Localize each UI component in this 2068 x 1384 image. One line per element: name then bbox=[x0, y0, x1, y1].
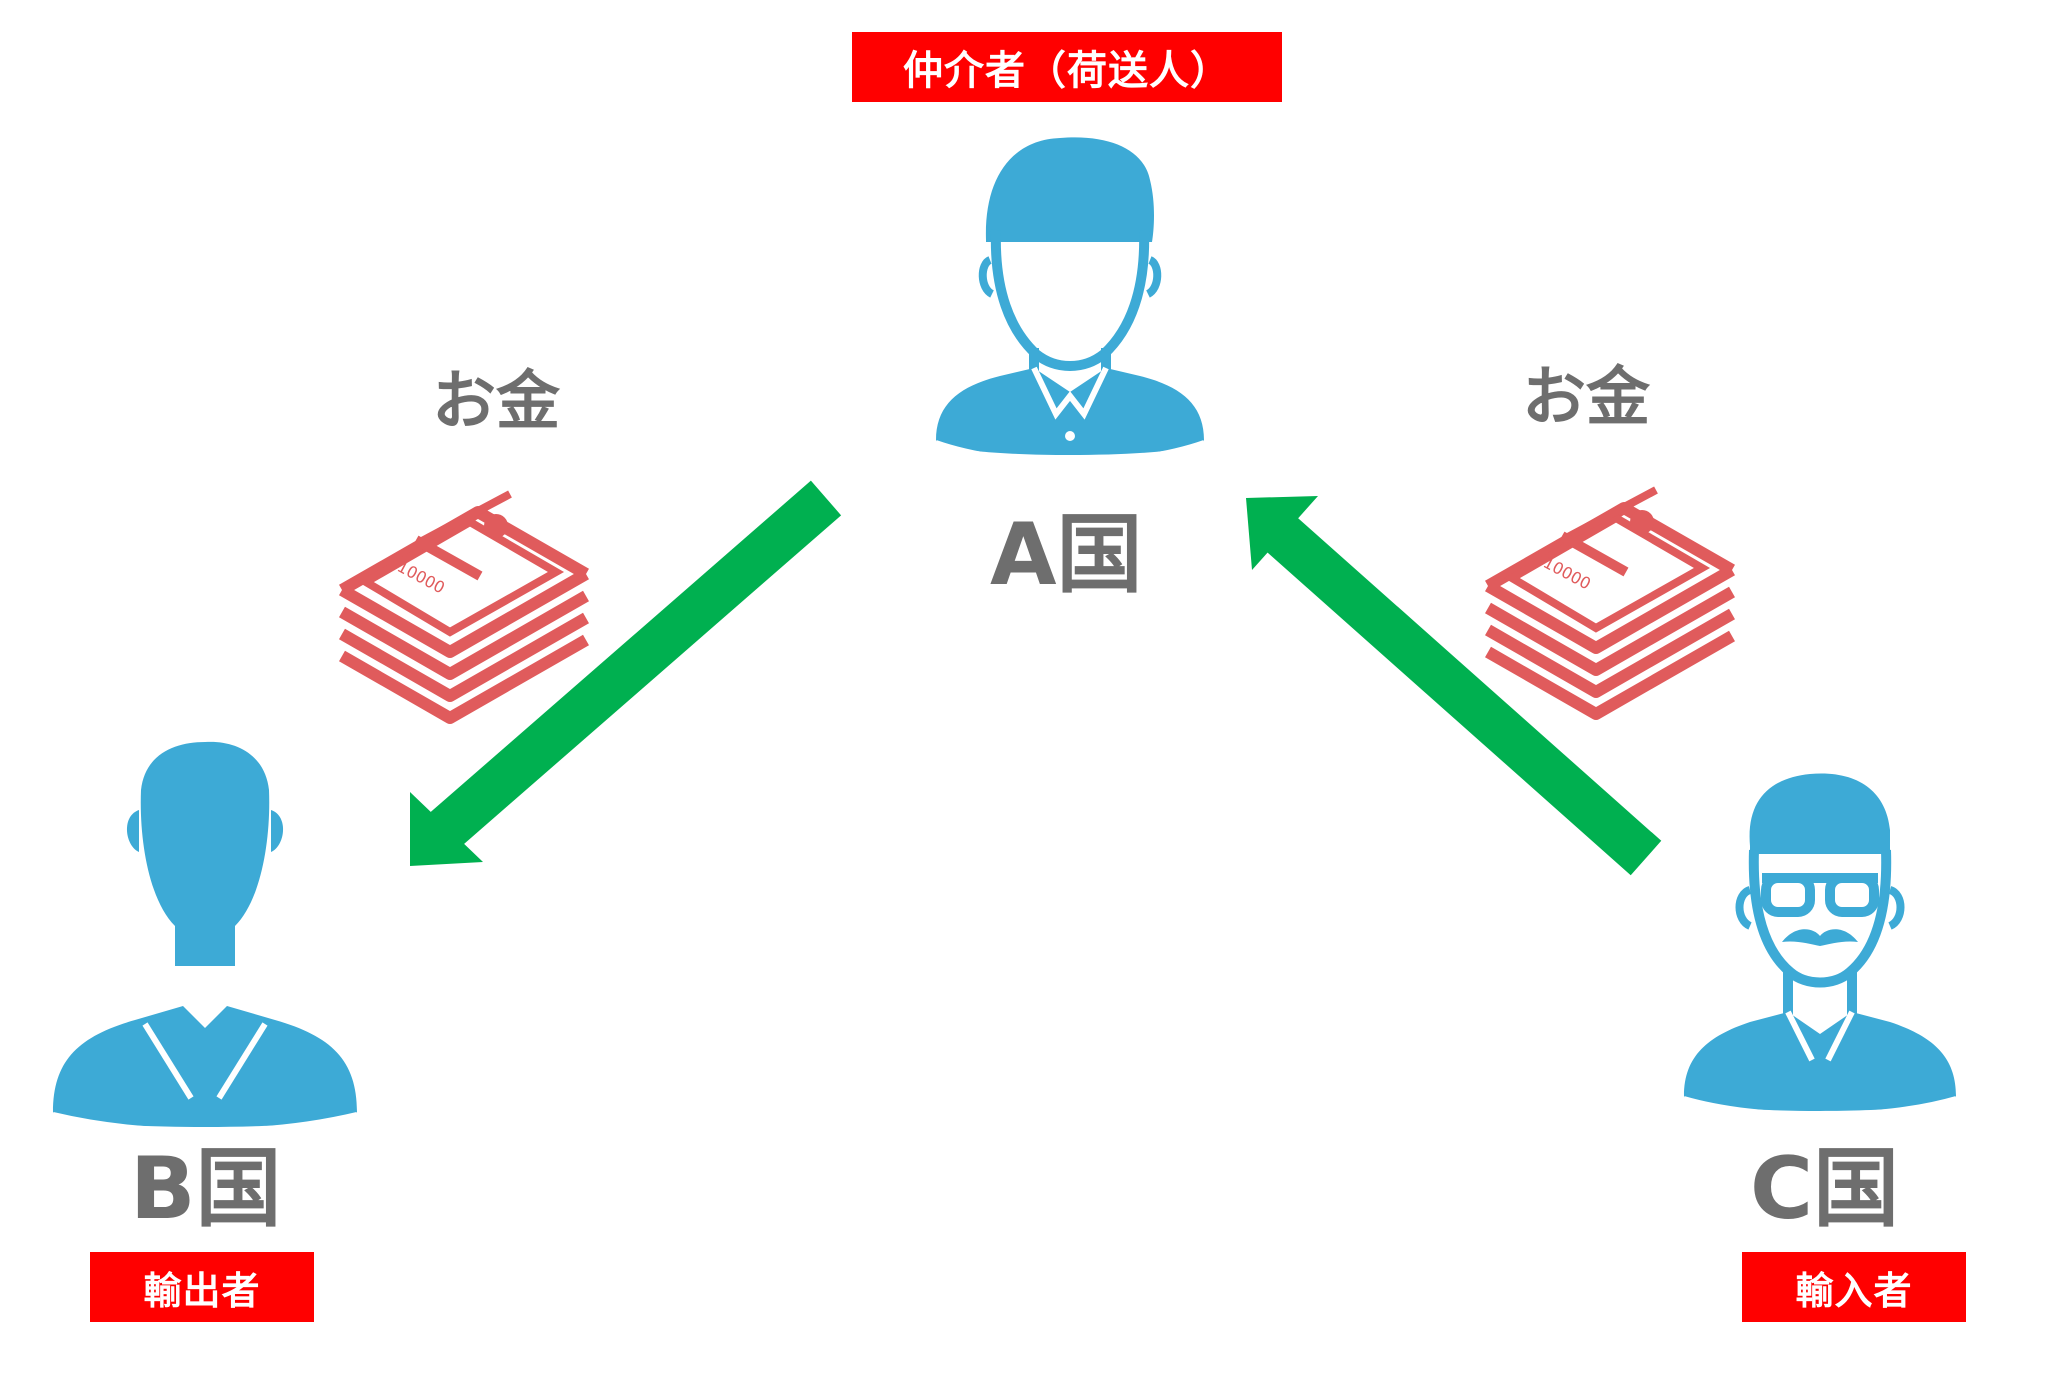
payment-label: お金 bbox=[1522, 361, 1650, 435]
exporter-country-label: B国 bbox=[130, 1139, 282, 1239]
arrow-a-to-b bbox=[410, 480, 842, 866]
payment-label: お金 bbox=[432, 365, 560, 439]
exporter-role-badge: 輸出者 bbox=[90, 1252, 314, 1322]
importer-role-badge: 輸入者 bbox=[1742, 1252, 1966, 1322]
arrow-c-to-a bbox=[1246, 496, 1662, 876]
intermediary-country-label: A国 bbox=[990, 505, 1143, 605]
importer-country-label: C国 bbox=[1750, 1139, 1900, 1239]
intermediary-role-badge: 仲介者（荷送人） bbox=[852, 32, 1282, 102]
banknote-value: 10000 bbox=[1540, 553, 1594, 594]
